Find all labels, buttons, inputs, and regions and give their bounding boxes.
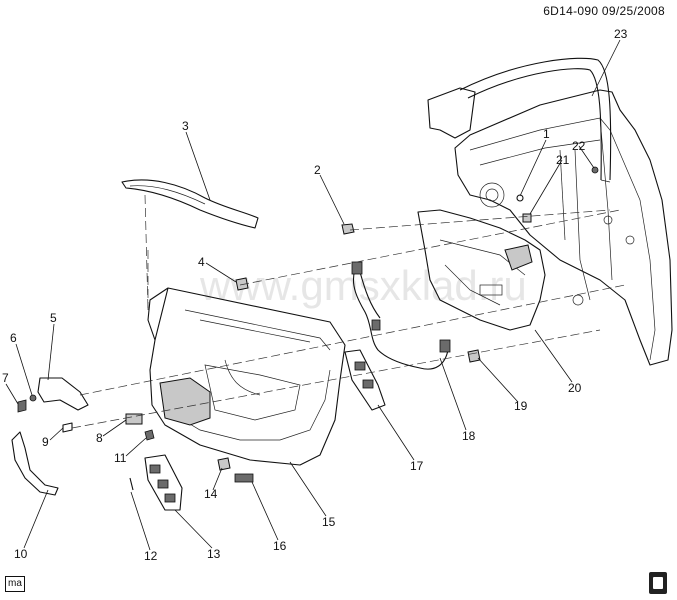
door-trim-panel <box>147 287 346 466</box>
callout-5: 5 <box>50 311 57 325</box>
door-trim-strip <box>121 179 259 229</box>
callout-16: 16 <box>273 539 287 553</box>
pull-handle-bezel <box>37 377 89 411</box>
callout-11: 11 <box>114 451 127 465</box>
leader-lines <box>5 39 621 551</box>
bolt-1 <box>516 194 524 202</box>
clip-8 <box>125 413 143 425</box>
screw-9 <box>62 422 73 433</box>
armrest-bracket <box>11 431 59 496</box>
diagram-code-date: 6D14-090 09/25/2008 <box>543 4 665 18</box>
screw-22 <box>591 166 599 174</box>
callout-18: 18 <box>462 429 476 443</box>
callout-17: 17 <box>410 459 424 473</box>
wiring-harness <box>351 261 451 370</box>
screw-12 <box>129 477 134 491</box>
callout-2: 2 <box>314 163 321 177</box>
manufacturer-logo-icon <box>649 572 667 594</box>
watermark: www.gmsxklad.ru <box>199 262 527 309</box>
callout-13: 13 <box>207 547 221 561</box>
power-window-switch <box>144 454 183 511</box>
screw-6 <box>29 394 37 402</box>
callout-1: 1 <box>543 127 550 141</box>
cap-7 <box>17 399 27 413</box>
callout-22: 22 <box>572 139 586 153</box>
door-frame-assembly <box>454 89 673 366</box>
callout-21: 21 <box>556 153 570 167</box>
callout-9: 9 <box>42 435 49 449</box>
clip-11 <box>144 429 155 441</box>
fastener-21 <box>522 213 532 223</box>
callout-15: 15 <box>322 515 336 529</box>
window-switch-bezel <box>344 349 386 411</box>
ma-badge: ma <box>5 576 25 592</box>
grommet-19 <box>467 349 481 363</box>
callout-6: 6 <box>10 331 17 345</box>
alignment-lines <box>71 194 626 429</box>
water-deflector <box>417 209 546 331</box>
callout-19: 19 <box>514 399 528 413</box>
callout-3: 3 <box>182 119 189 133</box>
callout-10: 10 <box>14 547 28 561</box>
callout-12: 12 <box>144 549 158 563</box>
callout-14: 14 <box>204 487 218 501</box>
callout-7: 7 <box>2 371 9 385</box>
callout-8: 8 <box>96 431 103 445</box>
callout-4: 4 <box>198 255 205 269</box>
nut-2 <box>341 223 355 235</box>
lamp-16 <box>234 473 254 483</box>
retainer-14 <box>217 457 231 471</box>
clip-4 <box>235 277 249 291</box>
callout-23: 23 <box>614 27 628 41</box>
callout-20: 20 <box>568 381 582 395</box>
door-weatherstrip <box>427 57 612 183</box>
callout-labels: 1 2 3 4 5 6 7 8 9 10 11 12 13 14 15 16 1… <box>2 27 628 563</box>
fasteners <box>17 166 599 491</box>
